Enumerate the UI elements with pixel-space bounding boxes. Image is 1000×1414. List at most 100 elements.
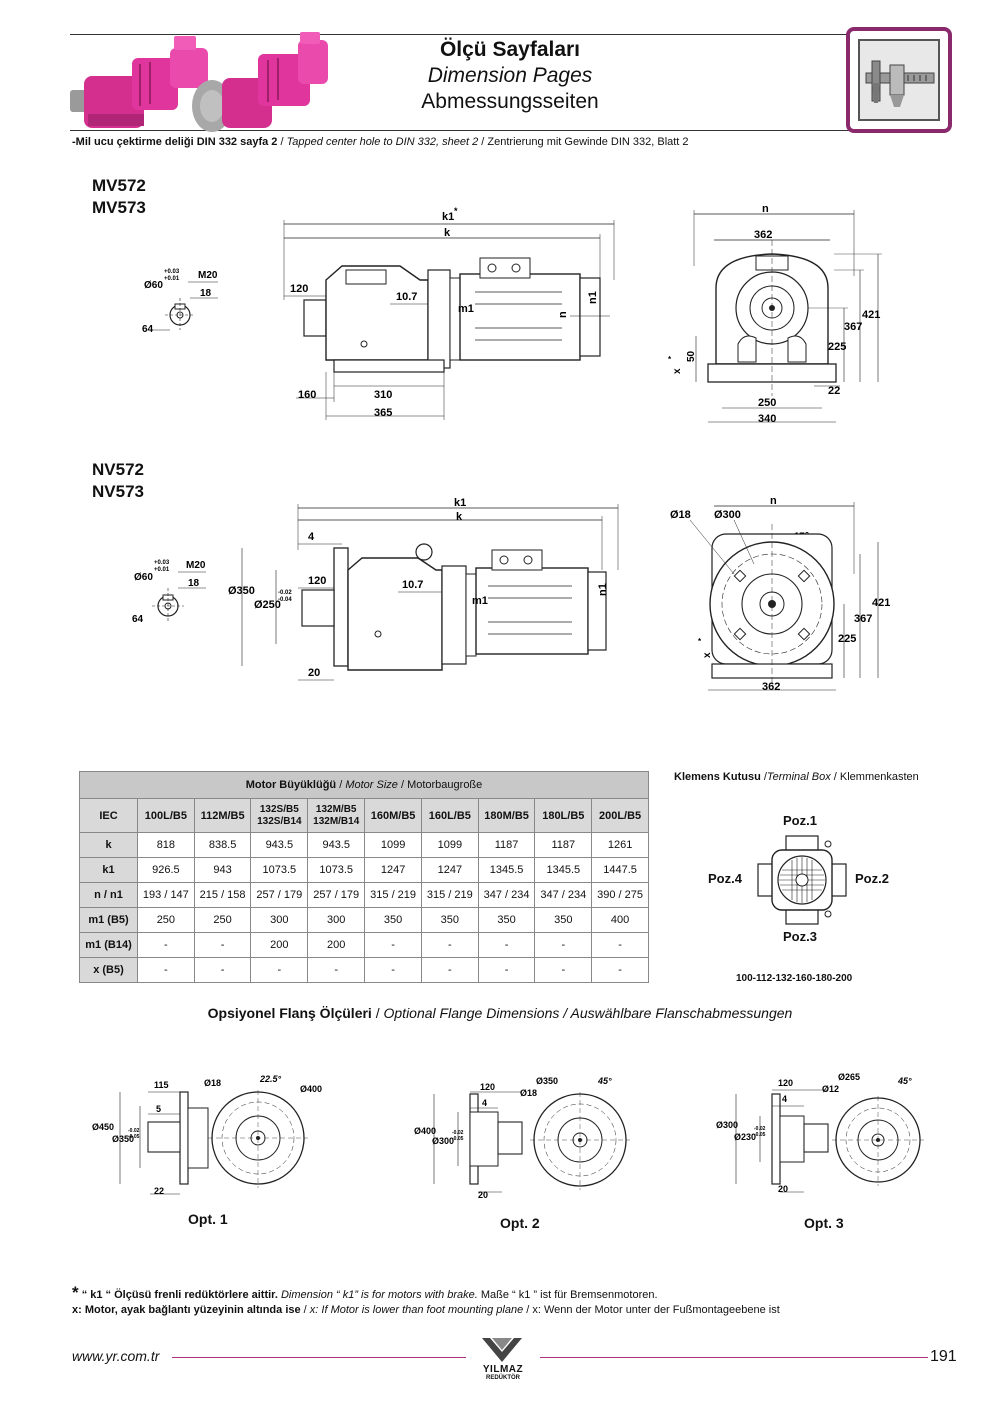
mv-shaft-tol-dn: +0.01 — [164, 276, 180, 282]
page-title: Ölçü Sayfaları Dimension Pages Abmessung… — [410, 38, 610, 114]
nv-side-dim-225: 225 — [838, 633, 856, 645]
table-cell: 215 / 158 — [193, 882, 252, 908]
model-label-mv: MV572 MV573 — [92, 175, 146, 219]
nv-thread: M20 — [186, 560, 206, 571]
opt2-dim-300: Ø300 — [432, 1136, 454, 1146]
table-cell: 315 / 219 — [364, 882, 422, 908]
opt3-dim-230: Ø230 — [734, 1132, 756, 1142]
mv-side-dim-22: 22 — [828, 385, 840, 397]
nv-side-dim-hole: Ø18 — [670, 509, 691, 521]
mv-side-dim-n: n — [762, 203, 769, 215]
table-row: x (B5)--------- — [79, 957, 649, 983]
table-row-label: x (B5) — [79, 957, 138, 983]
title-german: Abmessungsseiten — [421, 90, 599, 113]
page-number: 191 — [930, 1348, 957, 1365]
note-sep-1: / — [277, 136, 287, 148]
mv-side-dim-340: 340 — [758, 413, 776, 425]
mv-side-dim-362: 362 — [754, 229, 772, 241]
yilmaz-logo-text: YILMAZ — [482, 1364, 524, 1375]
table-cell: - — [477, 957, 536, 983]
gearmotor-photo-2 — [192, 32, 328, 132]
table-cell: 257 / 179 — [250, 882, 309, 908]
opt3-label: Opt. 3 — [804, 1215, 844, 1231]
nv-dim-10-7: 10.7 — [402, 579, 423, 591]
table-cell: 1345.5 — [534, 857, 593, 883]
nv-side-dim-421: 421 — [872, 597, 890, 609]
footnote-x-turkish: x: Motor, ayak bağlantı yüzeyinin altınd… — [72, 1304, 301, 1316]
optional-flange-title: Opsiyonel Flanş Ölçüleri / Optional Flan… — [0, 1005, 1000, 1021]
terminal-box-title: Klemens Kutusu /Terminal Box / Klemmenka… — [674, 771, 919, 783]
footer-line-right — [540, 1357, 928, 1358]
table-cell: 193 / 147 — [137, 882, 195, 908]
center-hole-note: -Mil ucu çektirme deliği DIN 332 sayfa 2… — [72, 136, 689, 148]
optional-title-turkish: Opsiyonel Flanş Ölçüleri — [207, 1005, 372, 1021]
table-cell: 400 — [591, 907, 649, 933]
mv-side-dim-367: 367 — [844, 321, 862, 333]
footnote-k1-german: Maße “ k1 ” ist für Bremsenmotoren. — [477, 1289, 658, 1301]
mv-dim-160: 160 — [298, 389, 316, 401]
nv-dim-k1: k1 — [454, 497, 466, 509]
mv-side-view-drawing: n 362 421 367 225 50 x * 22 250 340 — [668, 203, 882, 425]
nv-side-dim-367: 367 — [854, 613, 872, 625]
nv-side-dim-n: n — [770, 495, 777, 507]
opt3-dim-angle: 45° — [897, 1076, 912, 1086]
column-header: 132M/B5 — [315, 803, 357, 815]
column-header-sub: 132M/B14 — [313, 815, 360, 827]
caliper-icon — [865, 60, 935, 107]
mv-side-dim-50: 50 — [686, 350, 697, 362]
table-cell: 1247 — [364, 857, 422, 883]
table-row-label: m1 (B14) — [79, 932, 138, 958]
opt3-dim-300: Ø300 — [716, 1120, 738, 1130]
website-link[interactable]: www.yr.com.tr — [72, 1348, 160, 1364]
nv-side-view-drawing: n Ø18 Ø300 45° 421 367 225 x * 362 — [670, 495, 890, 693]
optional-title-sep-2: / — [559, 1005, 571, 1021]
terminal-position-4: Poz.4 — [708, 871, 742, 886]
nv-keyway-18: 18 — [188, 578, 200, 589]
footnote-star: * — [72, 1283, 79, 1302]
nv-dim-m1: m1 — [472, 595, 488, 607]
opt3-tol-dn: -0.05 — [754, 1132, 766, 1138]
terminal-box-sep-2: / — [830, 771, 840, 783]
table-header-iec: IEC — [79, 798, 138, 833]
note-english: Tapped center hole to DIN 332, sheet 2 — [286, 136, 479, 148]
opt1-dim-angle: 22.5° — [259, 1074, 282, 1084]
nv-shaft-end-detail: Ø60 +0.03 +0.01 M20 18 64 — [132, 560, 206, 625]
mv-front-view-drawing: k1 * k 120 10.7 m1 n n1 160 310 365 — [283, 206, 615, 420]
table-header-col: 180M/B5 — [477, 798, 536, 833]
mv-dim-k1-star: * — [454, 206, 458, 216]
column-header: 100L/B5 — [144, 809, 187, 822]
optional-title-english: Optional Flange Dimensions — [383, 1005, 560, 1021]
opt3-tol-up: -0.02 — [754, 1126, 766, 1132]
table-caption-german: Motorbaugroße — [407, 779, 483, 791]
yilmaz-logo-subtext: REDÜKTÖR — [486, 1375, 520, 1381]
table-cell: 1261 — [591, 832, 649, 858]
title-turkish: Ölçü Sayfaları — [439, 38, 581, 61]
mv-side-dim-225: 225 — [828, 341, 846, 353]
table-row-label: k1 — [79, 857, 138, 883]
table-cell: 350 — [420, 907, 479, 933]
column-header: 160M/B5 — [370, 809, 416, 822]
opt2-dim-120: 120 — [480, 1082, 495, 1092]
table-caption-sep-2: / — [397, 779, 408, 791]
table-cell: 350 — [477, 907, 536, 933]
optional-flange-2-drawing: 120 4 Ø400 Ø300 -0.02 -0.05 20 Ø350 Ø18 … — [414, 1076, 630, 1200]
mv-shaft-tol-up: +0.03 — [164, 269, 180, 275]
gearmotor-photos — [70, 32, 328, 132]
table-cell: - — [307, 957, 366, 983]
gearmotor-photo-1 — [70, 36, 208, 128]
mv-shaft-diameter: Ø60 — [144, 280, 163, 291]
footnote-x-sep-2: / — [523, 1304, 533, 1316]
table-cell: - — [364, 932, 422, 958]
nv-front-view-drawing: k1 k 4 120 10.7 m1 n1 Ø350 Ø250 -0.02 -0… — [228, 497, 619, 681]
mv-dim-m1: m1 — [458, 303, 474, 315]
table-cell: - — [591, 957, 649, 983]
opt1-dim-350: Ø350 — [112, 1134, 134, 1144]
note-sep-2: / — [478, 136, 488, 148]
opt2-tol-dn: -0.05 — [452, 1136, 464, 1142]
mv-dim-10-7: 10.7 — [396, 291, 417, 303]
mv-side-dim-250: 250 — [758, 397, 776, 409]
footnote-x: x: Motor, ayak bağlantı yüzeyinin altınd… — [72, 1304, 780, 1316]
nv-dim-tol-dn: -0.04 — [278, 597, 292, 603]
